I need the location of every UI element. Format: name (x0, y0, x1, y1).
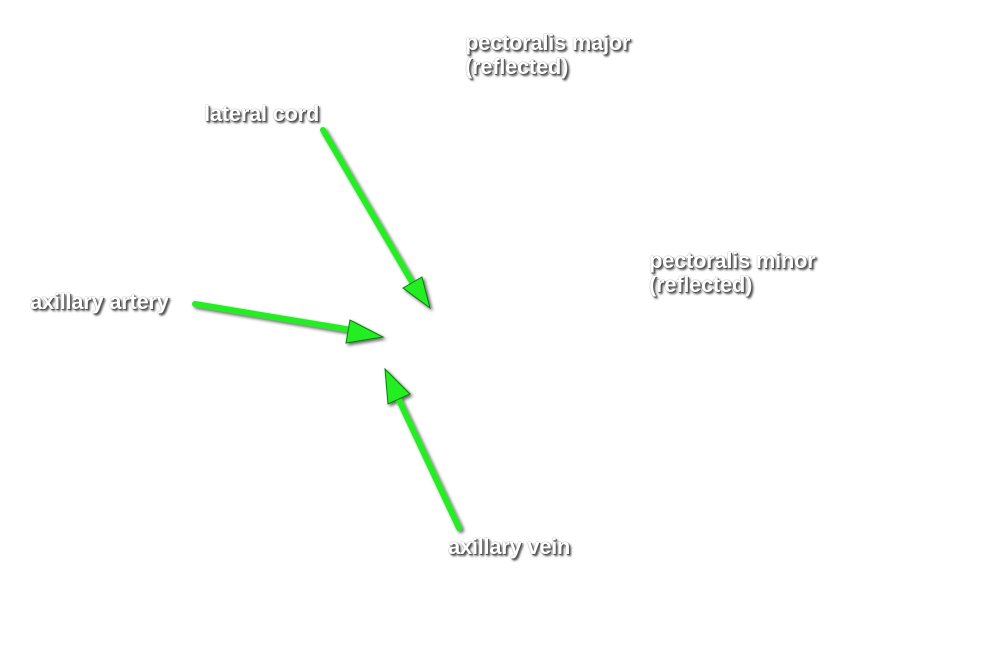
pectoralis-minor-line-1: pectoralis minor (649, 248, 816, 273)
lateral-cord-label: lateral cord (204, 101, 320, 126)
pectoralis-major-line-1: pectoralis major (465, 30, 631, 55)
axillary-artery-arrow (192, 301, 385, 344)
axillary-vein-label: axillary vein (448, 534, 571, 559)
axillary-artery-label: axillary artery (30, 289, 169, 314)
lateral-cord-arrow (320, 127, 431, 310)
pectoralis-major-label: pectoralis major (reflected) (465, 31, 630, 79)
pectoralis-minor-line-2: (reflected) (649, 272, 753, 297)
pectoralis-major-line-2: (reflected) (465, 54, 569, 79)
axillary-vein-arrow (384, 367, 462, 531)
pectoralis-minor-label: pectoralis minor (reflected) (649, 248, 816, 297)
